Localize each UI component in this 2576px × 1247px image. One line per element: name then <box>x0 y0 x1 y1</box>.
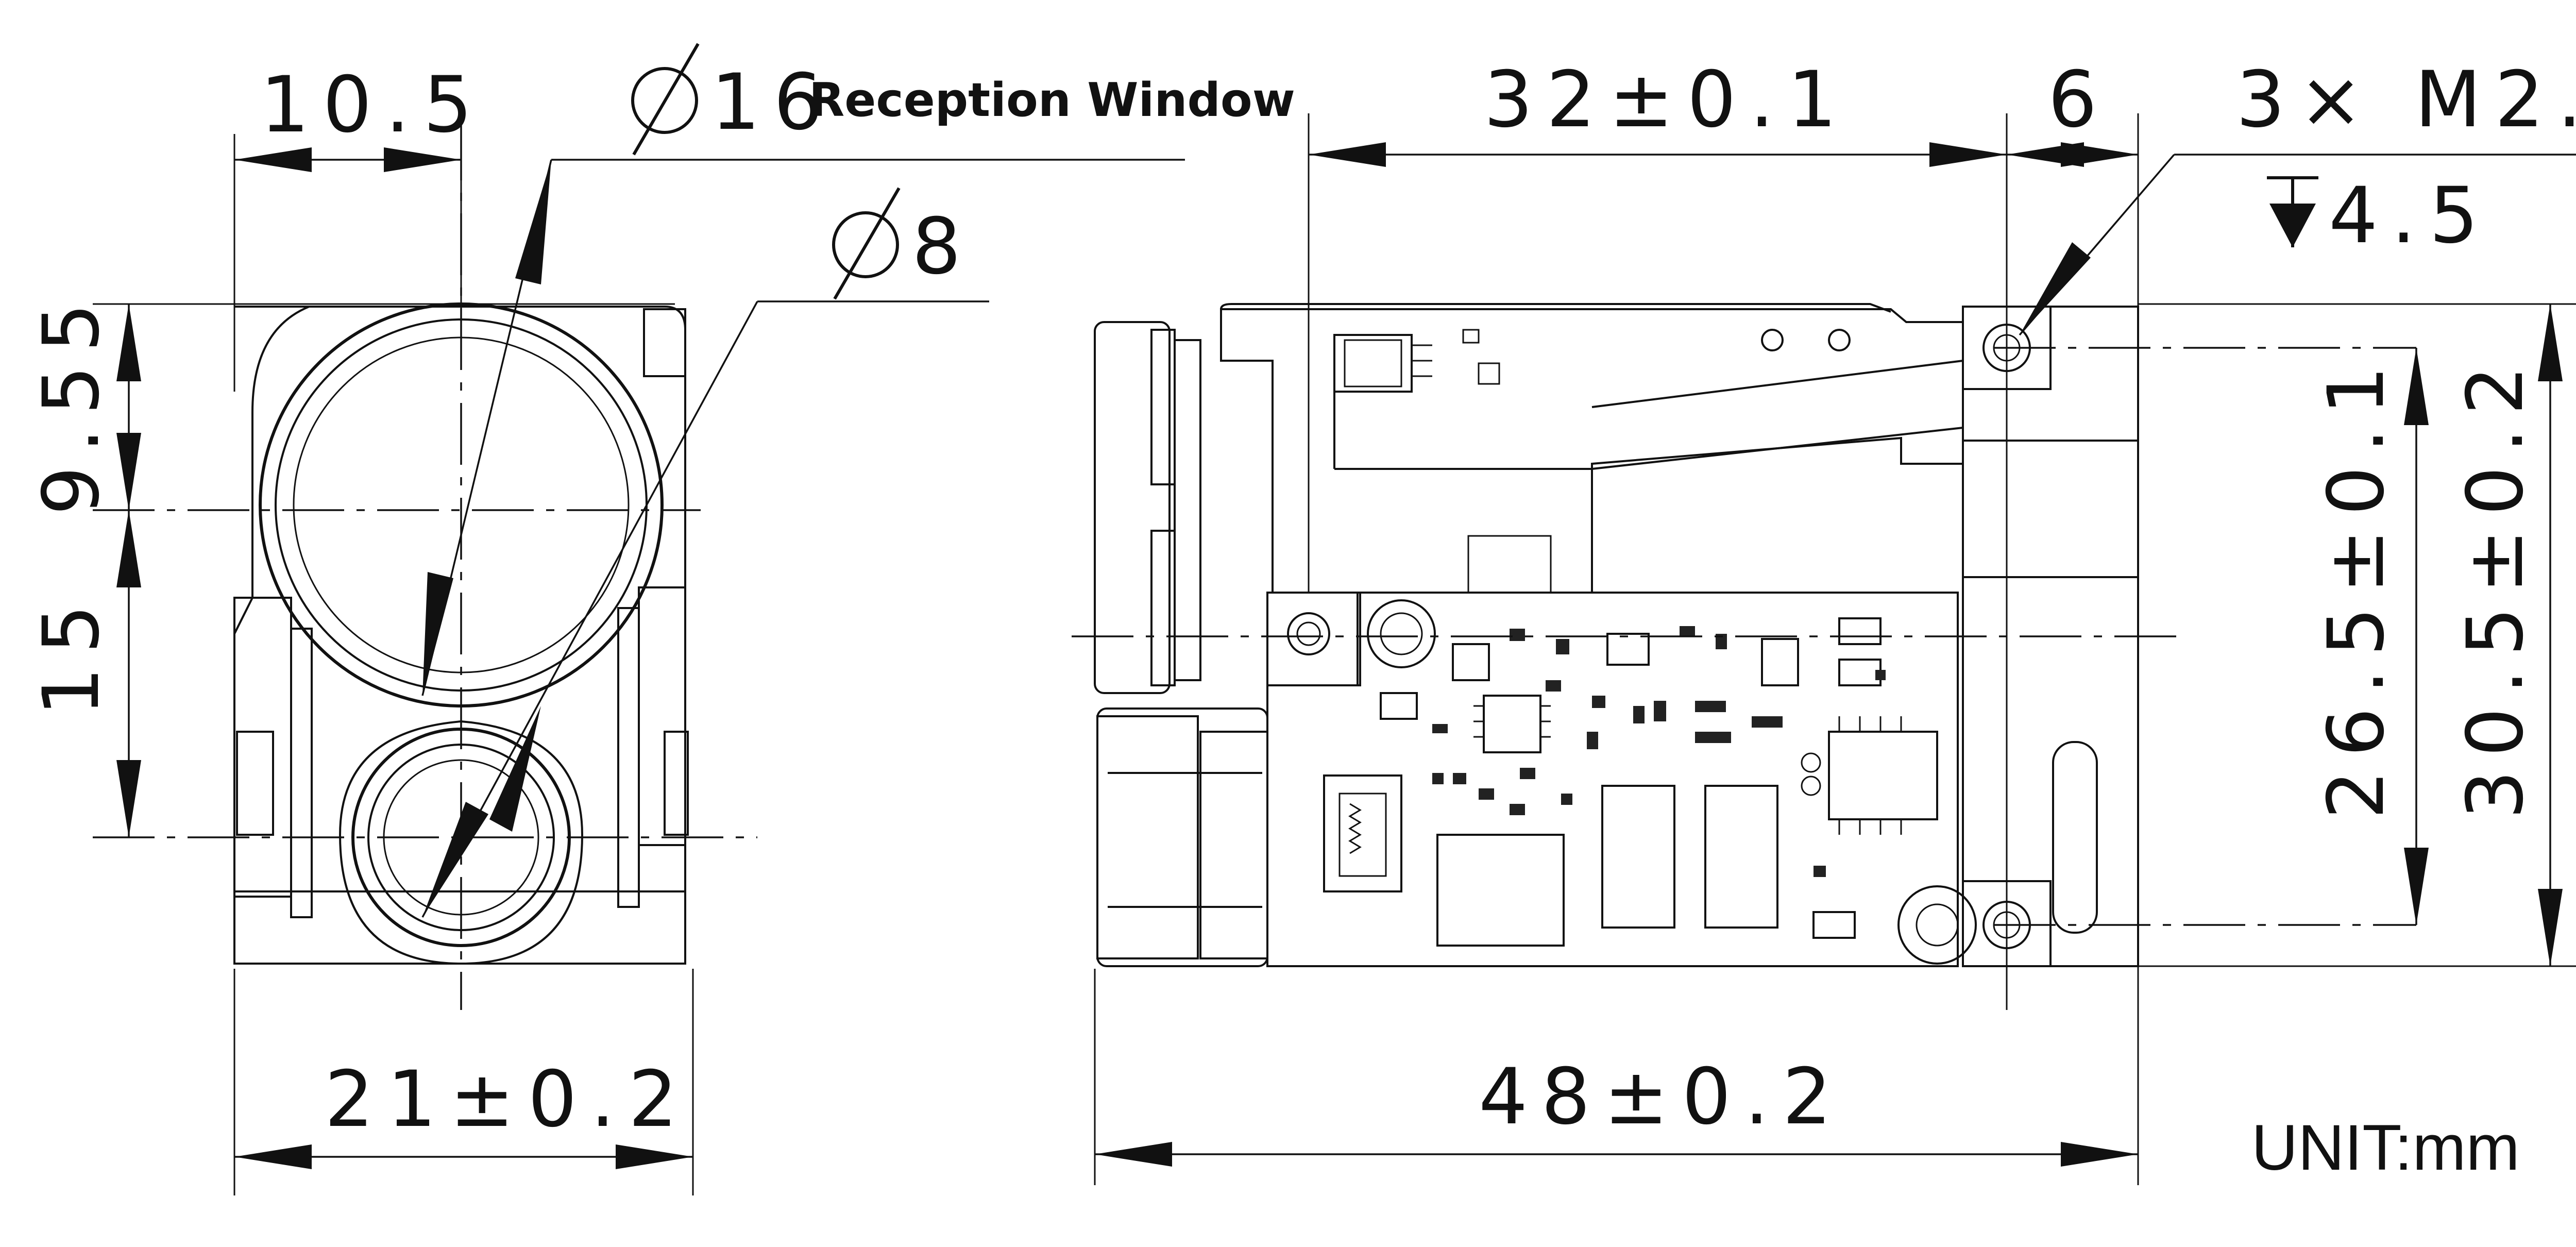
dim-reception-diameter: 16 <box>711 58 836 147</box>
front-view: 10.5 9.55 15 21±0.2 16 Reception Window <box>27 43 1295 1195</box>
dim-front-height-upper: 9.55 <box>27 290 116 515</box>
reception-window-label: Reception Window <box>809 73 1295 127</box>
pcb-smd-parts <box>1432 626 1886 877</box>
side-pcb-board <box>1266 592 1959 967</box>
pcb-inductor <box>1323 774 1402 892</box>
dim-screw-depth: 4.5 <box>2329 171 2492 261</box>
dim-front-width-overall: 21±0.2 <box>325 1055 691 1144</box>
dim-screw-spec: 3× M2.5 <box>2236 55 2576 145</box>
side-rear-housing <box>1094 321 1171 694</box>
dim-side-hole-spacing: 26.5±0.1 <box>2312 352 2401 819</box>
side-top-housing <box>1220 308 1964 594</box>
dim-side-length-overall: 48±0.2 <box>1479 1052 1845 1142</box>
dim-emitter-diameter: 8 <box>912 202 974 292</box>
front-side-bracket <box>643 308 686 377</box>
dim-side-height-overall: 30.5±0.2 <box>2451 352 2540 819</box>
dim-side-offset: 6 <box>2048 55 2110 145</box>
dim-front-width-top: 10.5 <box>260 60 486 150</box>
dim-side-length-upper: 32±0.1 <box>1484 55 1850 145</box>
front-housing-outline <box>233 306 686 965</box>
emitter-lens-ring <box>338 720 584 965</box>
side-view: 32±0.1 6 3× M2.5 4.5 26.5±0.1 30.5±0.2 4… <box>1072 55 2576 1185</box>
unit-label: UNIT:mm <box>2251 1112 2520 1184</box>
dim-front-height-lower: 15 <box>27 591 116 716</box>
